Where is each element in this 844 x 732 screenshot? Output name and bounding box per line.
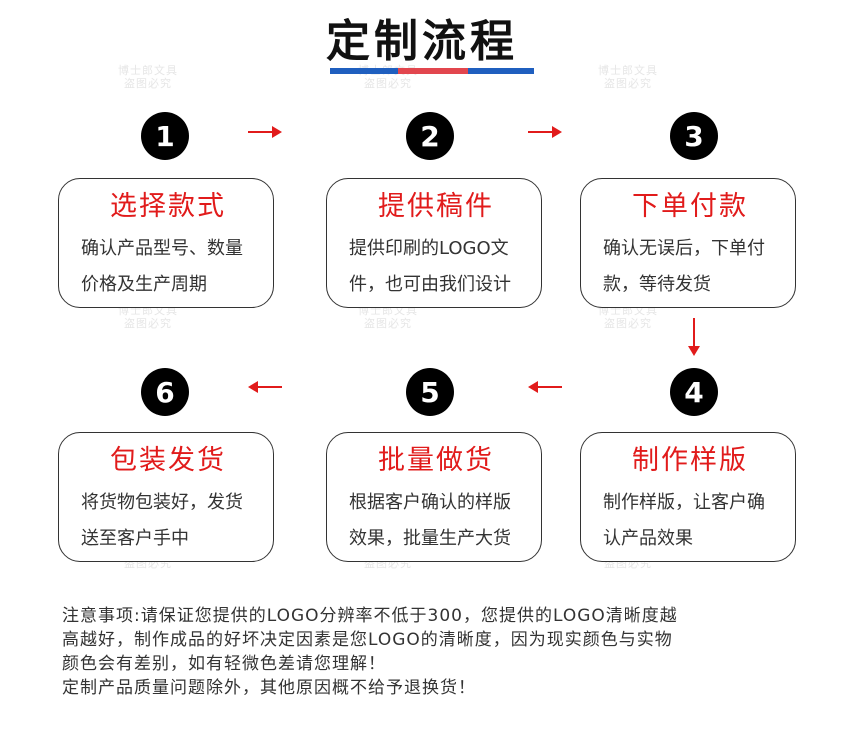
watermark: 博士郎文具 盗图必究 (598, 64, 658, 90)
step-number-4: 4 (670, 368, 718, 416)
step-number-2: 2 (406, 112, 454, 160)
arrow-left-icon (248, 380, 282, 394)
step-description: 将货物包装好，发货 送至客户手中 (81, 492, 243, 549)
step-number-5: 5 (406, 368, 454, 416)
step-number-6: 6 (141, 368, 189, 416)
step-number-1: 1 (141, 112, 189, 160)
step-card-pack-ship: 包装发货 将货物包装好，发货 送至客户手中 (58, 432, 274, 562)
watermark: 博士郎文具 盗图必究 (118, 64, 178, 90)
step-description: 提供印刷的LOGO文 件，也可由我们设计 (349, 238, 511, 295)
title-underline-blue-left (330, 68, 398, 74)
arrow-right-icon (528, 125, 562, 139)
step-title: 批量做货 (378, 445, 494, 476)
arrow-down-icon (687, 318, 701, 356)
notice-line: 注意事项:请保证您提供的LOGO分辨率不低于300，您提供的LOGO清晰度越 (62, 606, 678, 626)
step-title: 选择款式 (110, 191, 226, 222)
title-underline-blue-right (468, 68, 534, 74)
step-title: 包装发货 (110, 445, 226, 476)
step-number-3: 3 (670, 112, 718, 160)
step-card-select-style: 选择款式 确认产品型号、数量 价格及生产周期 (58, 178, 274, 308)
arrow-right-icon (248, 125, 282, 139)
arrow-left-icon (528, 380, 562, 394)
step-title: 下单付款 (632, 191, 748, 222)
step-card-place-order: 下单付款 确认无误后，下单付 款，等待发货 (580, 178, 796, 308)
notice-line: 定制产品质量问题除外，其他原因概不给予退换货！ (62, 678, 476, 698)
step-description: 确认产品型号、数量 价格及生产周期 (81, 238, 243, 295)
step-description: 制作样版，让客户确 认产品效果 (603, 492, 765, 549)
page-title: 定制流程 (326, 16, 518, 67)
title-underline-red (398, 68, 468, 74)
step-card-make-sample: 制作样版 制作样版，让客户确 认产品效果 (580, 432, 796, 562)
step-description: 确认无误后，下单付 款，等待发货 (603, 238, 765, 295)
step-title: 制作样版 (632, 445, 748, 476)
step-description: 根据客户确认的样版 效果，批量生产大货 (349, 492, 511, 549)
step-card-mass-production: 批量做货 根据客户确认的样版 效果，批量生产大货 (326, 432, 542, 562)
step-card-provide-artwork: 提供稿件 提供印刷的LOGO文 件，也可由我们设计 (326, 178, 542, 308)
step-title: 提供稿件 (378, 191, 494, 222)
notice-line: 颜色会有差别，如有轻微色差请您理解！ (62, 654, 386, 674)
notice-text: 注意事项:请保证您提供的LOGO分辨率不低于300，您提供的LOGO清晰度越 高… (62, 604, 792, 700)
notice-line: 高越好，制作成品的好坏决定因素是您LOGO的清晰度，因为现实颜色与实物 (62, 630, 673, 650)
